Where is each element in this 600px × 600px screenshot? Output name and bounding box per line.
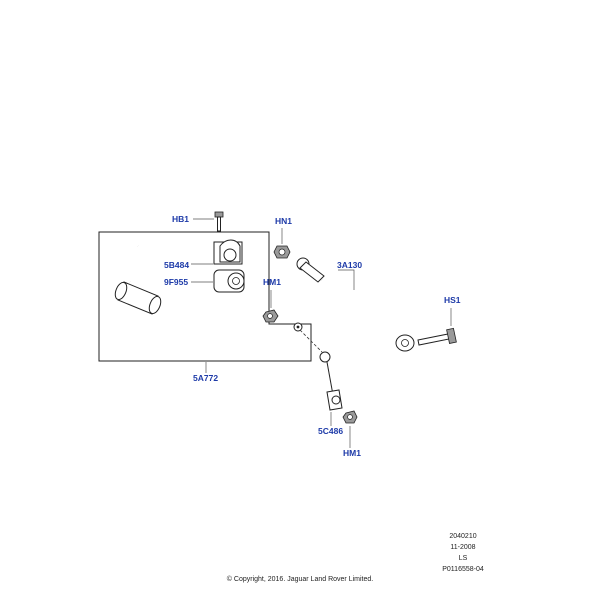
- bush-9f955: [213, 269, 245, 293]
- link-3a130: [296, 257, 415, 352]
- connection-dash: [299, 329, 323, 353]
- bolt-hb1: [214, 211, 224, 232]
- clamp-5b484: [213, 239, 243, 265]
- meta-code: 2040210: [449, 533, 476, 540]
- callout-5c486[interactable]: 5C486: [318, 426, 343, 436]
- screw-hs1: [417, 327, 457, 346]
- callout-hb1[interactable]: HB1: [172, 214, 189, 224]
- nut-hm1-lower: [342, 410, 358, 424]
- copyright-notice: © Copyright, 2016. Jaguar Land Rover Lim…: [227, 575, 373, 583]
- callout-hs1[interactable]: HS1: [444, 295, 461, 305]
- meta-ls: LS: [459, 555, 468, 562]
- callout-9f955[interactable]: 9F955: [164, 277, 188, 287]
- meta-date: 11-2008: [450, 544, 475, 551]
- callout-3a130[interactable]: 3A130: [337, 260, 362, 270]
- meta-part-ref: P0116558-04: [442, 566, 484, 573]
- callout-hm1-bottom[interactable]: HM1: [343, 448, 361, 458]
- nut-hn1: [273, 245, 291, 259]
- drop-link-5c486: [319, 351, 343, 411]
- callout-5b484[interactable]: 5B484: [164, 260, 189, 270]
- leader-lines: [191, 218, 452, 448]
- callout-hn1[interactable]: HN1: [275, 216, 292, 226]
- stabilizer-bar: [103, 242, 303, 343]
- callout-hm1-top[interactable]: HM1: [263, 277, 281, 287]
- assembly-bracket: [98, 231, 312, 362]
- callout-5a772[interactable]: 5A772: [193, 373, 218, 383]
- nut-hm1-upper: [262, 309, 279, 323]
